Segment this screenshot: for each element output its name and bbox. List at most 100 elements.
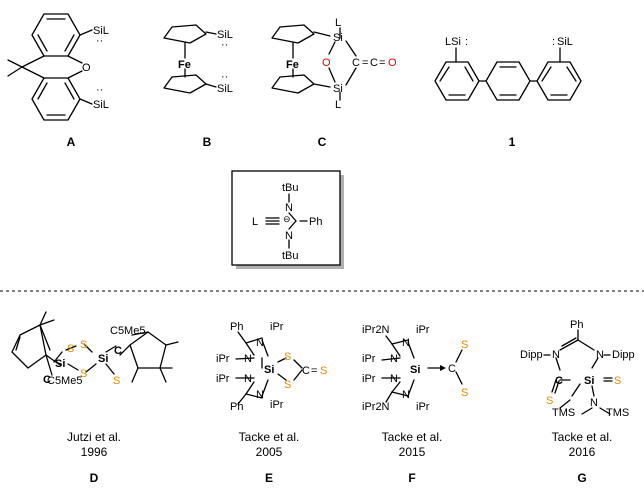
structure-1 xyxy=(434,47,582,101)
ipr-e-1: iPr xyxy=(270,321,284,333)
sulfur-f-2: S xyxy=(461,387,468,399)
carbon-d2: C xyxy=(43,374,51,386)
sulfur-d1: S xyxy=(67,343,74,355)
charge-symbol: ⊖ xyxy=(283,214,291,224)
oxygen-atom-c: O xyxy=(322,57,331,69)
ipr-f-2: iPr xyxy=(362,353,376,365)
iron-atom-c: Fe xyxy=(286,59,299,71)
tms-g-left: TMS xyxy=(552,407,575,419)
carbon-atom-c2: C xyxy=(370,57,378,69)
tms-g-right: TMS xyxy=(606,407,629,419)
nitrogen-e-1: N xyxy=(256,337,264,349)
lone-pair-1-right: : xyxy=(552,36,555,48)
nitrogen-f-1: N xyxy=(402,337,410,349)
year-g: 2016 xyxy=(569,445,596,459)
author-d: Jutzi et al. xyxy=(67,430,121,444)
carbon-atom-c: C xyxy=(352,57,360,69)
compound-label-b: B xyxy=(203,135,212,149)
tbu-bottom: tBu xyxy=(282,250,299,262)
phenyl: Ph xyxy=(309,216,322,228)
iron-atom-b: Fe xyxy=(178,59,191,71)
nitrogen-f-3: N xyxy=(390,373,398,385)
ipr-f-4: iPr xyxy=(416,401,430,413)
sulfur-d2: S xyxy=(80,339,87,351)
sulfur-d4: S xyxy=(113,375,120,387)
structure-e xyxy=(235,331,303,405)
sulfur-e-1: S xyxy=(284,351,291,363)
compound-label-1: 1 xyxy=(509,135,516,149)
oxygen-atom-c2: O xyxy=(388,57,397,69)
double-bond-e: = xyxy=(311,365,317,377)
compound-label-e: E xyxy=(265,471,273,485)
author-g: Tacke et al. xyxy=(552,430,613,444)
lone-pair-b-top: ·· xyxy=(221,39,228,51)
ipr2n-f-bottom: iPr2N xyxy=(362,401,390,413)
c5me5-d-bottom: C5Me5 xyxy=(47,375,82,387)
nitrogen-bottom: N xyxy=(285,230,293,242)
lone-pair-1-left: : xyxy=(465,36,468,48)
silylene-b-top: SiL xyxy=(217,29,233,41)
ipr2n-f-top: iPr2N xyxy=(362,324,390,336)
sulfur-d3: S xyxy=(80,368,87,380)
ipr-e-3: iPr xyxy=(216,373,230,385)
silicon-c-top: Si xyxy=(333,32,343,44)
sulfur-e-2: S xyxy=(284,379,291,391)
silicon-g: Si xyxy=(584,375,594,387)
ligand-l-c-top: L xyxy=(335,17,341,29)
nitrogen-e-4: N xyxy=(256,389,264,401)
sulfur-e-3: S xyxy=(320,365,327,377)
nitrogen-f-4: N xyxy=(402,389,410,401)
dipp-g-right: Dipp xyxy=(612,349,635,361)
carbon-g: C xyxy=(555,375,563,387)
phenyl-e-bottom: Ph xyxy=(230,401,243,413)
nitrogen-e-3: N xyxy=(244,373,252,385)
ipr-f-1: iPr xyxy=(416,324,430,336)
year-e: 2005 xyxy=(256,445,283,459)
silicon-e: Si xyxy=(264,364,274,376)
nitrogen-g-3: N xyxy=(590,397,598,409)
compound-label-f: F xyxy=(408,471,415,485)
silylene-1-right: SiL xyxy=(557,36,573,48)
lone-pair-b-bottom: ·· xyxy=(221,71,228,83)
phenyl-e-top: Ph xyxy=(230,321,243,333)
silicon-d2: Si xyxy=(98,353,108,365)
silylene-a-top: SiL xyxy=(93,25,109,37)
silylene-1-left: LSi xyxy=(445,36,461,48)
oxygen-atom-a: O xyxy=(82,62,91,74)
ligand-definition-box xyxy=(231,170,344,269)
compound-label-g: G xyxy=(577,471,586,485)
c5me5-d-top: C5Me5 xyxy=(110,325,145,337)
structure-a xyxy=(7,13,93,121)
silylene-b-bottom: SiL xyxy=(217,83,233,95)
sulfur-f-1: S xyxy=(461,339,468,351)
ligand-l-c-bottom: L xyxy=(335,99,341,111)
compound-label-d: D xyxy=(90,471,99,485)
ipr-f-3: iPr xyxy=(362,373,376,385)
double-bond-c: = xyxy=(362,57,368,69)
silicon-f: Si xyxy=(410,364,420,376)
structure-g xyxy=(543,329,613,415)
year-f: 2015 xyxy=(399,445,426,459)
compound-label-c: C xyxy=(318,135,327,149)
author-e: Tacke et al. xyxy=(239,430,300,444)
author-f: Tacke et al. xyxy=(382,430,443,444)
structure-b xyxy=(163,24,217,94)
year-d: 1996 xyxy=(81,445,108,459)
lone-pair-a-bottom: ·· xyxy=(96,84,103,96)
silylene-a-bottom: SiL xyxy=(93,99,109,111)
dipp-g-left: Dipp xyxy=(520,349,543,361)
ipr-e-4: iPr xyxy=(270,399,284,411)
double-bond-c2: = xyxy=(379,57,385,69)
lone-pair-a-top: ·· xyxy=(96,35,103,47)
silicon-c-bottom: Si xyxy=(333,83,343,95)
tbu-top: tBu xyxy=(282,182,299,194)
carbon-d: C xyxy=(114,345,122,357)
carbon-f: C xyxy=(448,363,456,375)
nitrogen-f-2: N xyxy=(390,353,398,365)
sulfur-g-2: S xyxy=(546,395,553,407)
silicon-d1: Si xyxy=(55,358,65,370)
compound-label-a: A xyxy=(67,135,76,149)
carbon-e: C xyxy=(302,365,310,377)
structure-d xyxy=(11,311,179,383)
